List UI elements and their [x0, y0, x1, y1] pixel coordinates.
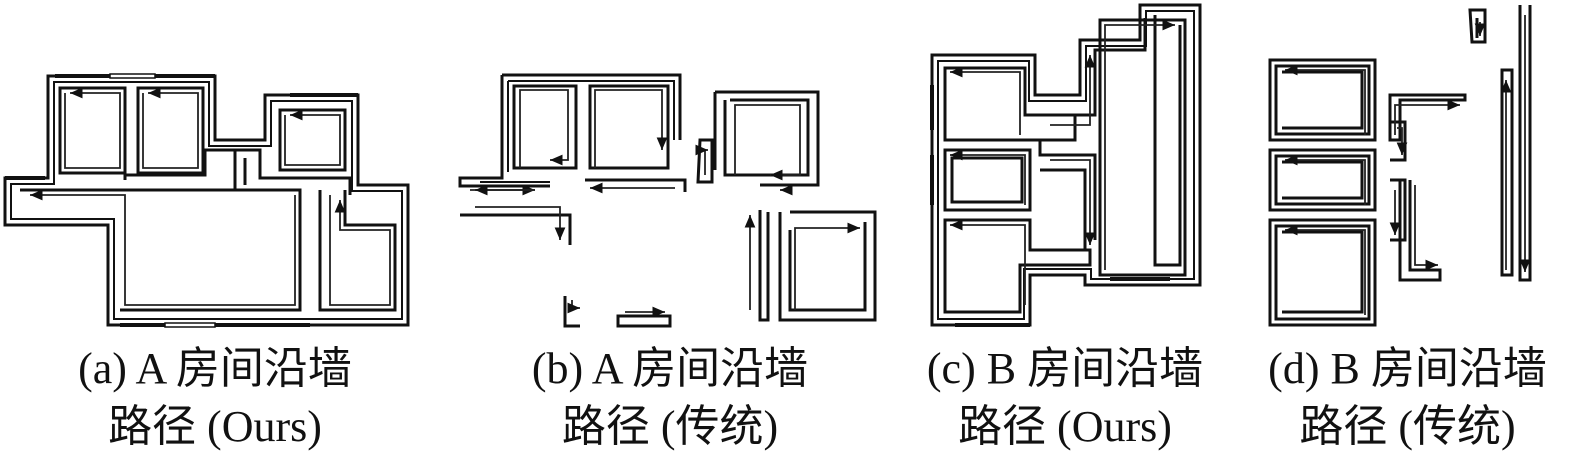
caption-a-line2: 路径 (Ours) [108, 402, 322, 451]
caption-b-line2: 路径 (传统) [561, 402, 779, 451]
floorplan-d-diagram [1268, 5, 1532, 327]
caption-a: (a) A 房间沿墙 路径 (Ours) [0, 340, 430, 456]
panel-c: (c) B 房间沿墙 路径 (Ours) [900, 0, 1230, 470]
floorplan-b-diagram [458, 73, 877, 328]
panel-a: (a) A 房间沿墙 路径 (Ours) [0, 0, 430, 470]
caption-c: (c) B 房间沿墙 路径 (Ours) [900, 340, 1230, 456]
caption-d-line2: 路径 (传统) [1299, 402, 1516, 451]
caption-d-line1: (d) B 房间沿墙 [1268, 344, 1547, 393]
floorplan-c-diagram [930, 3, 1202, 327]
caption-d: (d) B 房间沿墙 路径 (传统) [1240, 340, 1575, 456]
panel-b: (b) A 房间沿墙 路径 (传统) [450, 0, 890, 470]
caption-b-line1: (b) A 房间沿墙 [531, 344, 809, 393]
caption-c-line2: 路径 (Ours) [958, 402, 1172, 451]
caption-b: (b) A 房间沿墙 路径 (传统) [450, 340, 890, 456]
caption-a-line1: (a) A 房间沿墙 [78, 344, 352, 393]
caption-c-line1: (c) B 房间沿墙 [926, 344, 1204, 393]
panel-d: (d) B 房间沿墙 路径 (传统) [1240, 0, 1575, 470]
floorplan-a-diagram [3, 73, 410, 328]
